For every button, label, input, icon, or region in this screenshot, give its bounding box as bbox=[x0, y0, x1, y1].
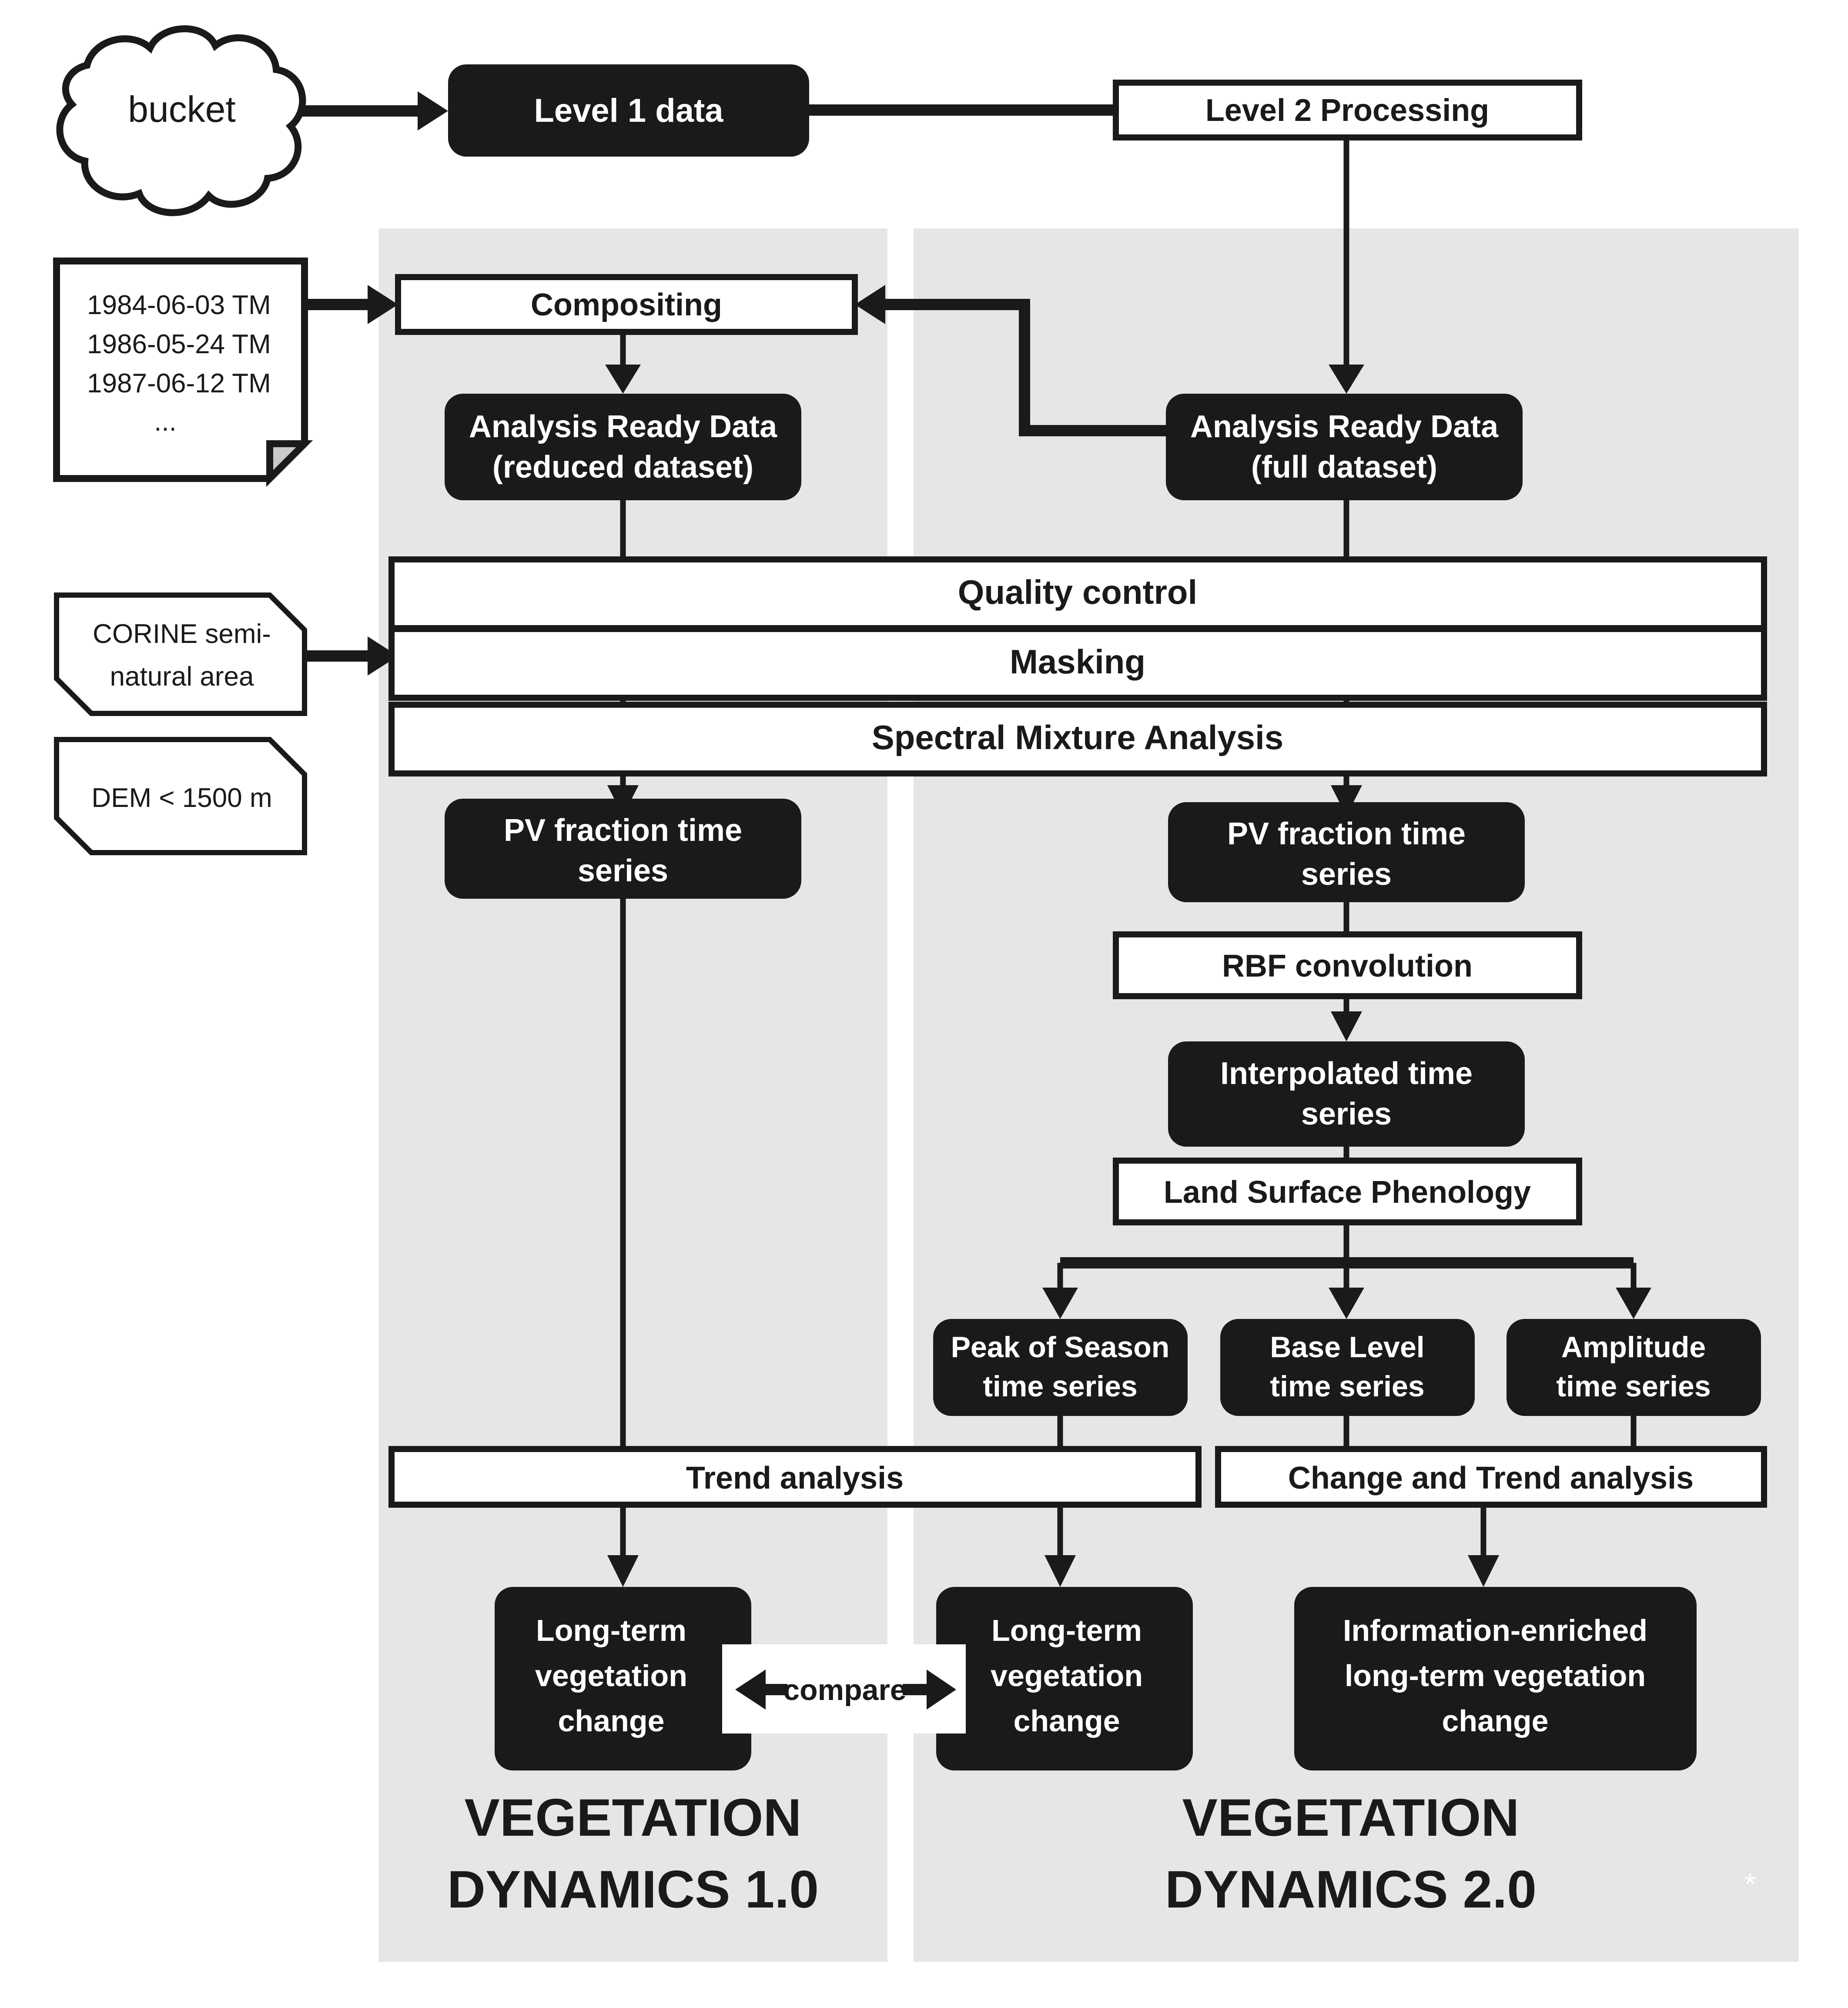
node-information-enriched-change[interactable]: Information-enriched long-term vegetatio… bbox=[1294, 1587, 1697, 1770]
node-trend-analysis[interactable]: Trend analysis bbox=[388, 1446, 1202, 1508]
node-land-surface-phenology[interactable]: Land Surface Phenology bbox=[1113, 1158, 1582, 1225]
scene-list-line-4: ... bbox=[154, 407, 177, 437]
scene-list-line-2: 1986-05-24 TM bbox=[87, 329, 271, 359]
node-pv-left-line-2: series bbox=[578, 853, 668, 888]
dem-label: DEM < 1500 m bbox=[91, 783, 272, 813]
node-ltvc-right-line-2: vegetation bbox=[991, 1659, 1143, 1693]
panel-right-line-2: DYNAMICS 2.0 bbox=[1165, 1860, 1537, 1919]
corine-line-1: CORINE semi- bbox=[93, 619, 271, 649]
node-interpolated-time-series[interactable]: Interpolated time series bbox=[1168, 1041, 1525, 1147]
node-change-and-trend-analysis-label: Change and Trend analysis bbox=[1288, 1461, 1694, 1496]
node-spectral-mixture-analysis[interactable]: Spectral Mixture Analysis bbox=[388, 702, 1767, 776]
connector-ard-full-to-compositing bbox=[855, 285, 1166, 436]
svg-text:*: * bbox=[1744, 1867, 1756, 1901]
node-ltvc-left-line-1: Long-term bbox=[536, 1613, 686, 1647]
scene-list-line-1: 1984-06-03 TM bbox=[87, 290, 271, 320]
node-ltvc-right-line-3: change bbox=[1013, 1704, 1120, 1738]
node-amplitude-line-2: time series bbox=[1556, 1370, 1711, 1403]
node-analysis-ready-data-reduced[interactable]: Analysis Ready Data (reduced dataset) bbox=[445, 394, 801, 500]
corner-mark-icon: * bbox=[1744, 1867, 1756, 1901]
connector-level2-to-ard-full bbox=[1329, 137, 1364, 394]
panel-right-line-1: VEGETATION bbox=[1182, 1788, 1520, 1847]
panel-title-right: VEGETATION DYNAMICS 2.0 bbox=[1165, 1788, 1537, 1919]
connector-trend-to-ltvc-left bbox=[607, 1503, 639, 1587]
node-pv-fraction-time-series-right[interactable]: PV fraction time series bbox=[1168, 802, 1525, 902]
node-change-and-trend-analysis[interactable]: Change and Trend analysis bbox=[1215, 1446, 1767, 1508]
dem-source-box: DEM < 1500 m bbox=[54, 737, 307, 855]
connector-bucket-to-level1 bbox=[287, 91, 448, 131]
node-spectral-mixture-analysis-label: Spectral Mixture Analysis bbox=[872, 718, 1283, 756]
node-ard-reduced-line-1: Analysis Ready Data bbox=[469, 409, 777, 444]
node-pv-fraction-time-series-left[interactable]: PV fraction time series bbox=[445, 799, 801, 899]
node-land-surface-phenology-label: Land Surface Phenology bbox=[1164, 1175, 1531, 1210]
connector-scenelist-to-compositing bbox=[305, 285, 398, 324]
node-level-1-data[interactable]: Level 1 data bbox=[448, 64, 809, 157]
node-masking-label: Masking bbox=[1010, 643, 1145, 681]
node-amplitude-line-1: Amplitude bbox=[1561, 1331, 1706, 1364]
node-level-2-processing[interactable]: Level 2 Processing bbox=[1113, 80, 1582, 141]
node-ltvc-left-line-2: vegetation bbox=[535, 1659, 687, 1693]
node-pv-left-line-1: PV fraction time bbox=[504, 813, 742, 848]
node-level-1-data-label: Level 1 data bbox=[534, 92, 723, 129]
corine-source-box: CORINE semi- natural area bbox=[54, 592, 307, 716]
node-base-level-line-1: Base Level bbox=[1270, 1331, 1424, 1364]
node-masking[interactable]: Masking bbox=[388, 626, 1767, 701]
node-quality-control-label: Quality control bbox=[958, 573, 1197, 611]
compare-bridge: compare bbox=[722, 1644, 966, 1734]
node-info-enriched-line-3: change bbox=[1442, 1704, 1548, 1738]
compare-label: compare bbox=[783, 1673, 906, 1707]
node-analysis-ready-data-full[interactable]: Analysis Ready Data (full dataset) bbox=[1166, 394, 1523, 500]
node-base-level-time-series[interactable]: Base Level time series bbox=[1220, 1319, 1475, 1416]
panel-title-left: VEGETATION DYNAMICS 1.0 bbox=[447, 1788, 819, 1919]
corine-line-2: natural area bbox=[110, 662, 254, 692]
node-trend-analysis-label: Trend analysis bbox=[686, 1461, 904, 1496]
bucket-label: bucket bbox=[128, 89, 236, 130]
panel-left-line-2: DYNAMICS 1.0 bbox=[447, 1860, 819, 1919]
connector-compositing-to-ard-reduced bbox=[605, 331, 641, 394]
panel-left-line-1: VEGETATION bbox=[465, 1788, 802, 1847]
bucket-cloud: bucket bbox=[56, 25, 306, 216]
node-interpolated-line-2: series bbox=[1301, 1097, 1392, 1131]
node-ard-reduced-line-2: (reduced dataset) bbox=[492, 450, 753, 485]
node-rbf-convolution-label: RBF convolution bbox=[1222, 949, 1473, 984]
node-level-2-processing-label: Level 2 Processing bbox=[1205, 93, 1489, 128]
node-quality-control[interactable]: Quality control bbox=[388, 556, 1767, 631]
node-ard-full-line-2: (full dataset) bbox=[1251, 450, 1437, 485]
node-info-enriched-line-1: Information-enriched bbox=[1343, 1613, 1647, 1647]
node-compositing-label: Compositing bbox=[531, 288, 722, 322]
node-compositing[interactable]: Compositing bbox=[395, 274, 858, 335]
scene-list-note: 1984-06-03 TM 1986-05-24 TM 1987-06-12 T… bbox=[53, 258, 313, 487]
node-long-term-vegetation-change-right[interactable]: Long-term vegetation change bbox=[936, 1587, 1193, 1770]
node-peak-of-season-line-2: time series bbox=[983, 1370, 1137, 1403]
node-ltvc-right-line-1: Long-term bbox=[991, 1613, 1142, 1647]
node-ard-full-line-1: Analysis Ready Data bbox=[1190, 409, 1499, 444]
connector-corine-to-masking bbox=[305, 636, 398, 676]
node-rbf-convolution[interactable]: RBF convolution bbox=[1113, 931, 1582, 999]
node-pv-right-line-1: PV fraction time bbox=[1227, 817, 1466, 851]
node-peak-of-season-line-1: Peak of Season bbox=[951, 1331, 1170, 1364]
node-pv-right-line-2: series bbox=[1301, 857, 1392, 892]
connector-lsp-split bbox=[1042, 1222, 1651, 1319]
node-peak-of-season-time-series[interactable]: Peak of Season time series bbox=[933, 1319, 1188, 1416]
scene-list-line-3: 1987-06-12 TM bbox=[87, 368, 271, 398]
node-long-term-vegetation-change-left[interactable]: Long-term vegetation change bbox=[495, 1587, 751, 1770]
connector-changetrend-to-info bbox=[1468, 1503, 1499, 1587]
node-base-level-line-2: time series bbox=[1270, 1370, 1424, 1403]
connector-trend-to-ltvc-right bbox=[1045, 1503, 1076, 1587]
node-ltvc-left-line-3: change bbox=[558, 1704, 664, 1738]
node-amplitude-time-series[interactable]: Amplitude time series bbox=[1507, 1319, 1761, 1416]
node-interpolated-line-1: Interpolated time bbox=[1220, 1056, 1473, 1091]
node-info-enriched-line-2: long-term vegetation bbox=[1345, 1659, 1646, 1693]
